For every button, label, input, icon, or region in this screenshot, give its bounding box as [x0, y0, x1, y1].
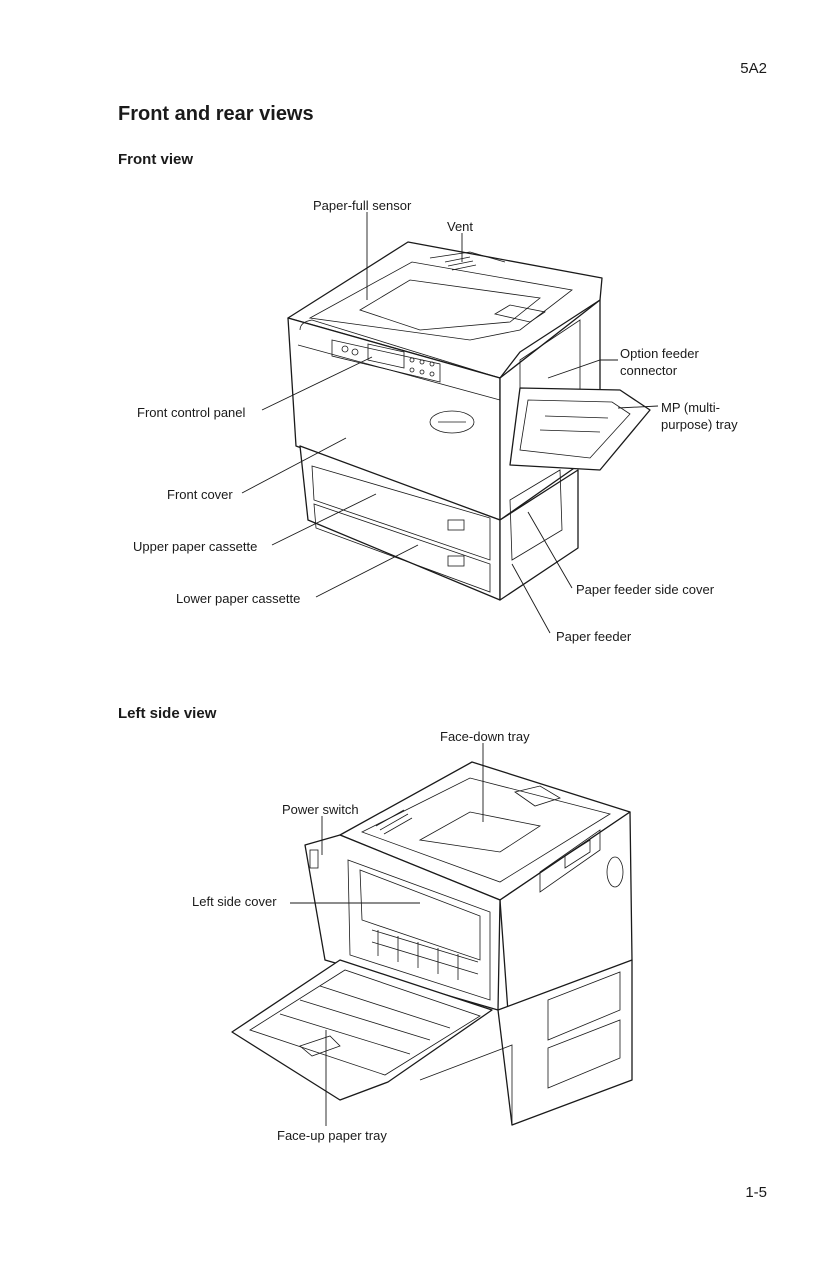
left-side-view-printer-drawing — [231, 761, 633, 1126]
label-front-cover: Front cover — [167, 487, 233, 502]
label-option-feeder-connector-line2: connector — [620, 363, 678, 378]
left-side-view-title: Left side view — [118, 705, 217, 722]
label-front-control-panel: Front control panel — [137, 405, 246, 420]
front-view-printer-drawing — [287, 241, 651, 601]
label-face-down-tray: Face-down tray — [440, 729, 530, 744]
label-vent: Vent — [447, 219, 474, 234]
label-left-side-cover: Left side cover — [192, 894, 277, 909]
label-mp-tray-line1: MP (multi- — [661, 400, 720, 415]
page-number: 1-5 — [745, 1184, 767, 1201]
label-mp-tray-line2: purpose) tray — [661, 417, 738, 432]
left-side-view-leader-lines — [290, 743, 484, 1126]
document-code: 5A2 — [740, 60, 767, 77]
label-paper-feeder-side-cover: Paper feeder side cover — [576, 582, 715, 597]
front-view-title: Front view — [118, 151, 194, 168]
label-face-up-paper-tray: Face-up paper tray — [277, 1128, 387, 1143]
section-title: Front and rear views — [118, 103, 314, 125]
front-view-leader-lines — [241, 212, 659, 634]
label-lower-paper-cassette: Lower paper cassette — [176, 591, 301, 606]
label-power-switch: Power switch — [282, 802, 359, 817]
label-paper-full-sensor: Paper-full sensor — [313, 198, 412, 213]
label-paper-feeder: Paper feeder — [556, 629, 632, 644]
label-option-feeder-connector-line1: Option feeder — [620, 346, 699, 361]
label-upper-paper-cassette: Upper paper cassette — [133, 539, 258, 554]
